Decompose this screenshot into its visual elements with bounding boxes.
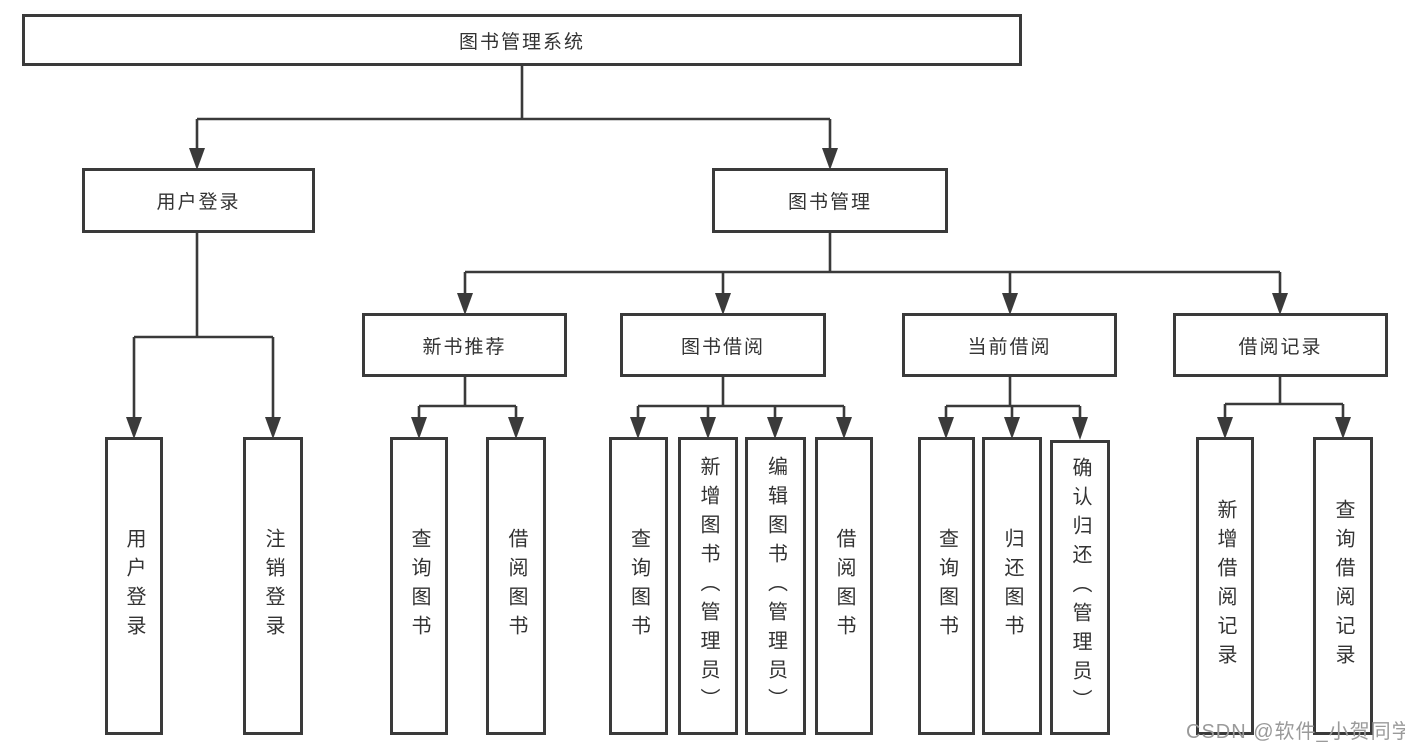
node-label: 查询图书 (627, 528, 650, 644)
node-label: 借阅图书 (833, 528, 855, 644)
node-borrow-records: 借阅记录 (1173, 313, 1388, 377)
node-label: 借阅图书 (505, 528, 527, 644)
node-label: 用户登录 (123, 528, 145, 644)
node-label: 用户登录 (156, 192, 241, 213)
leaf-query-books-recommend: 查询图书 (390, 437, 448, 735)
node-label: 确认归还（管理员） (1069, 457, 1091, 718)
node-new-book-recommend: 新书推荐 (362, 313, 567, 377)
leaf-query-books-current: 查询图书 (918, 437, 975, 735)
node-label: 当前借阅 (967, 336, 1052, 358)
leaf-borrow-books: 借阅图书 (815, 437, 873, 735)
leaf-add-borrow-record: 新增借阅记录 (1196, 437, 1254, 735)
node-label: 新书推荐 (422, 336, 507, 358)
node-root-system: 图书管理系统 (22, 14, 1022, 66)
node-book-borrow: 图书借阅 (620, 313, 826, 377)
leaf-return-book: 归还图书 (982, 437, 1042, 735)
leaf-logout: 注销登录 (243, 437, 303, 735)
node-book-management: 图书管理 (712, 168, 948, 233)
node-label: 新增图书（管理员） (697, 455, 719, 717)
node-label: 图书借阅 (680, 336, 765, 358)
node-current-borrow: 当前借阅 (902, 313, 1117, 377)
leaf-borrow-books-recommend: 借阅图书 (486, 437, 546, 735)
node-label: 编辑图书（管理员） (764, 455, 787, 717)
node-label: 查询图书 (408, 528, 430, 644)
node-label: 新增借阅记录 (1214, 499, 1236, 673)
leaf-add-book-admin: 新增图书（管理员） (678, 437, 738, 735)
node-label: 借阅记录 (1238, 336, 1323, 358)
node-label: 归还图书 (1001, 528, 1023, 644)
leaf-query-books-borrow: 查询图书 (609, 437, 668, 735)
node-label: 图书管理 (787, 192, 872, 213)
csdn-watermark: CSDN @软件_小贺同学 (1186, 721, 1405, 743)
node-label: 查询借阅记录 (1332, 499, 1354, 673)
node-label: 查询图书 (935, 528, 958, 644)
leaf-edit-book-admin: 编辑图书（管理员） (745, 437, 806, 735)
node-label: 注销登录 (262, 528, 284, 644)
leaf-user-login: 用户登录 (105, 437, 163, 735)
leaf-query-borrow-record: 查询借阅记录 (1313, 437, 1373, 735)
leaf-confirm-return-admin: 确认归还（管理员） (1050, 440, 1110, 735)
node-user-login: 用户登录 (82, 168, 315, 233)
node-label: 图书管理系统 (458, 31, 585, 53)
